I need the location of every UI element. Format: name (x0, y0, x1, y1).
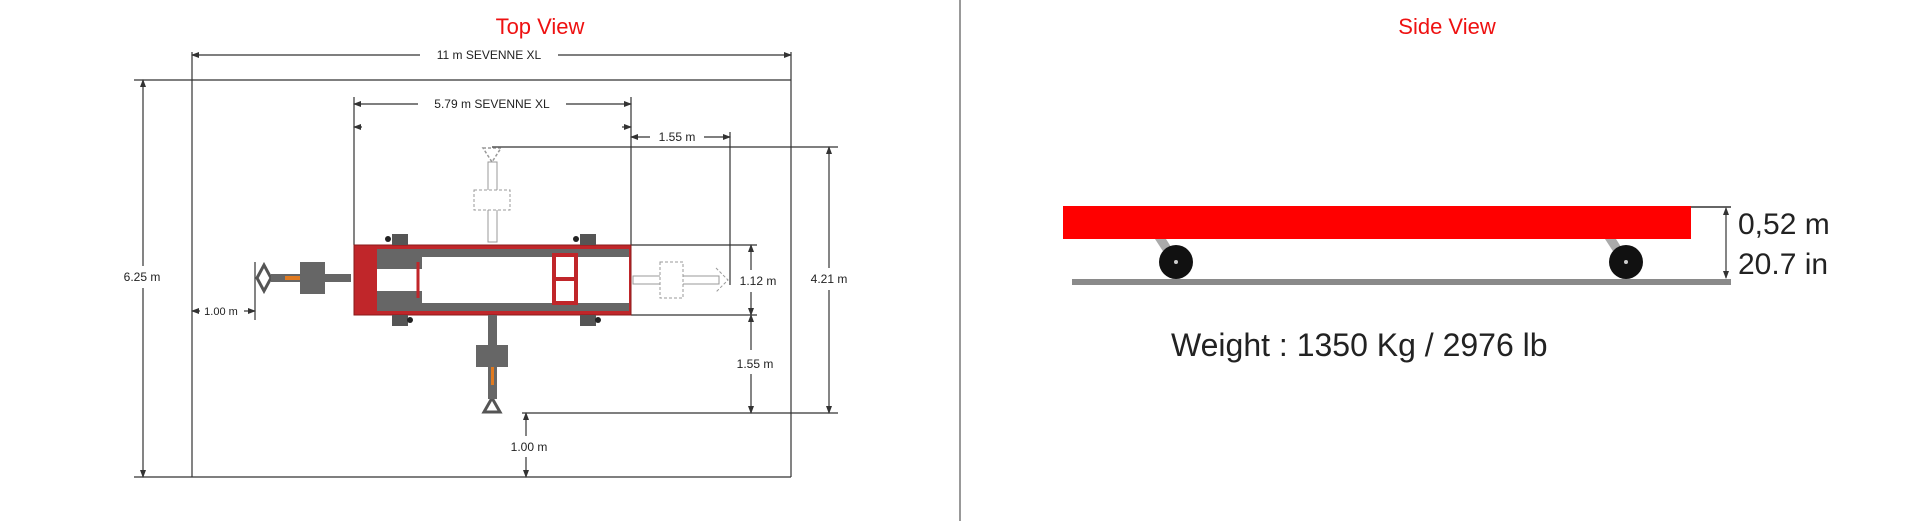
overall-width-label: 6.25 m (124, 270, 161, 284)
right-tow-hitch (632, 261, 729, 299)
left-clearance-label: 1.00 m (204, 306, 238, 318)
front-wheel (1155, 239, 1193, 279)
trailer-body (1063, 206, 1691, 239)
right-hitch-label: 1.55 m (659, 130, 696, 144)
top-tow-hitch (473, 147, 511, 243)
side-view: Side View 0,52 m 20.7 in Weight : 1350 K… (1063, 14, 1830, 363)
lower-hitch-label: 1.55 m (737, 357, 774, 371)
frame-width-label: 1.12 m (740, 274, 777, 288)
frame-length-label: 5.79 m SEVENNE XL (434, 97, 550, 111)
hitch-span-label: 4.21 m (811, 272, 848, 286)
trailer-frame (353, 234, 632, 326)
top-view: Top View 11 m SEVENNE XL 6.25 m 5.79 m S… (124, 14, 848, 478)
bottom-tow-hitch (476, 315, 508, 414)
weight-label: Weight : 1350 Kg / 2976 lb (1171, 327, 1548, 363)
height-imperial-label: 20.7 in (1738, 248, 1828, 281)
overall-length-label: 11 m SEVENNE XL (437, 48, 542, 62)
side-view-title: Side View (1398, 14, 1496, 39)
ground-line (1072, 279, 1731, 285)
left-tow-hitch (255, 261, 351, 295)
top-view-title: Top View (496, 14, 585, 39)
bottom-clearance-label: 1.00 m (511, 440, 548, 454)
rear-wheel (1605, 239, 1643, 279)
height-metric-label: 0,52 m (1738, 208, 1830, 241)
